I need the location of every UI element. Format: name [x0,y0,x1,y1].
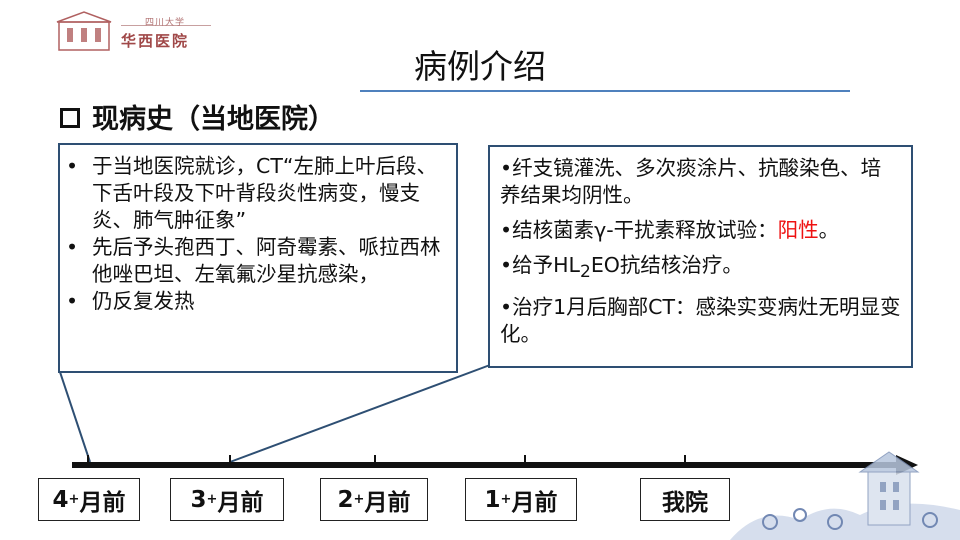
title-underline [360,90,850,92]
square-bullet-icon [60,107,80,128]
decorative-building-graphic [730,451,960,540]
list-item-text: 仍反复发热 [92,289,195,313]
timeline-label-2-months: 2+月前 [320,478,428,521]
bronchoscopy-result: •纤支镜灌洗、多次痰涂片、抗酸染色、培养结果均阴性。 [500,156,882,207]
left-callout-line [59,371,91,463]
hospital-logo: 四川大学 华西医院 [55,8,215,56]
list-item: • 先后予头孢西丁、阿奇霉素、哌拉西林他唑巴坦、左氧氟沙星抗感染， [66,234,450,288]
list-item: • 仍反复发热 [66,288,450,315]
timeline-label-1-month: 1+月前 [465,478,577,521]
local-hospital-box: • 于当地医院就诊，CT“左肺上叶后段、下舌叶段及下叶背段炎性病变，慢支炎、肺气肿… [58,143,458,373]
list-item: • 于当地医院就诊，CT“左肺上叶后段、下舌叶段及下叶背段炎性病变，慢支炎、肺气肿… [66,153,450,234]
bullet-icon: • [66,154,79,178]
test-results-box: •纤支镜灌洗、多次痰涂片、抗酸染色、培养结果均阴性。 •结核菌素γ-干扰素释放试… [488,145,913,368]
timeline-label-3-months: 3+月前 [170,478,284,521]
list-item-text: 先后予头孢西丁、阿奇霉素、哌拉西林他唑巴坦、左氧氟沙星抗感染， [92,235,441,286]
treatment-text: •给予HL2EO抗结核治疗。 [500,253,743,283]
timeline-label-our-hospital: 我院 [640,478,730,521]
timeline-label-4-months: 4+月前 [38,478,140,521]
followup-ct-result: •治疗1月后胸部CT：感染实变病灶无明显变化。 [500,295,901,347]
tspot-result: •结核菌素γ-干扰素释放试验：阳性。 [500,218,840,242]
logo-name: 华西医院 [121,32,190,50]
logo-divider [121,25,211,26]
logo-subtitle: 四川大学 [145,18,186,28]
list-item-text: 于当地医院就诊，CT“左肺上叶后段、下舌叶段及下叶背段炎性病变，慢支炎、肺气肿征… [92,154,437,232]
positive-highlight: 阳性 [777,218,819,242]
history-list: • 于当地医院就诊，CT“左肺上叶后段、下舌叶段及下叶背段炎性病变，慢支炎、肺气肿… [66,153,450,315]
bullet-icon: • [66,289,79,313]
section-heading: 现病史（当地医院） [60,97,335,136]
seal-icon [56,11,112,51]
bullet-icon: • [66,235,79,259]
page-title: 病例介绍 [414,47,546,86]
section-heading-text: 现病史（当地医院） [92,104,335,135]
right-callout-line [229,364,491,463]
